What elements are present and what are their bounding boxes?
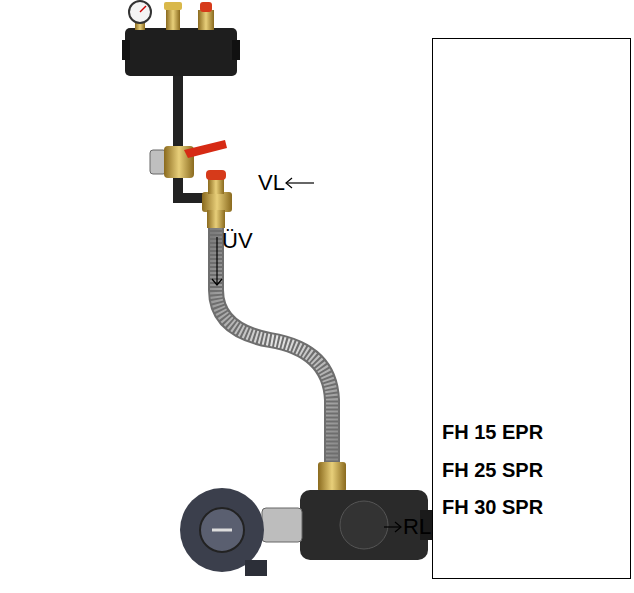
model-name: FH 15 EPR	[442, 421, 543, 444]
model-name: FH 25 SPR	[442, 459, 543, 482]
flow-label: VL	[258, 172, 285, 194]
product-box: FH 15 EPR FH 25 SPR FH 30 SPR	[432, 38, 631, 579]
flow-label: RL	[403, 516, 431, 538]
model-name: FH 30 SPR	[442, 496, 543, 519]
flow-label: ÜV	[222, 230, 253, 252]
